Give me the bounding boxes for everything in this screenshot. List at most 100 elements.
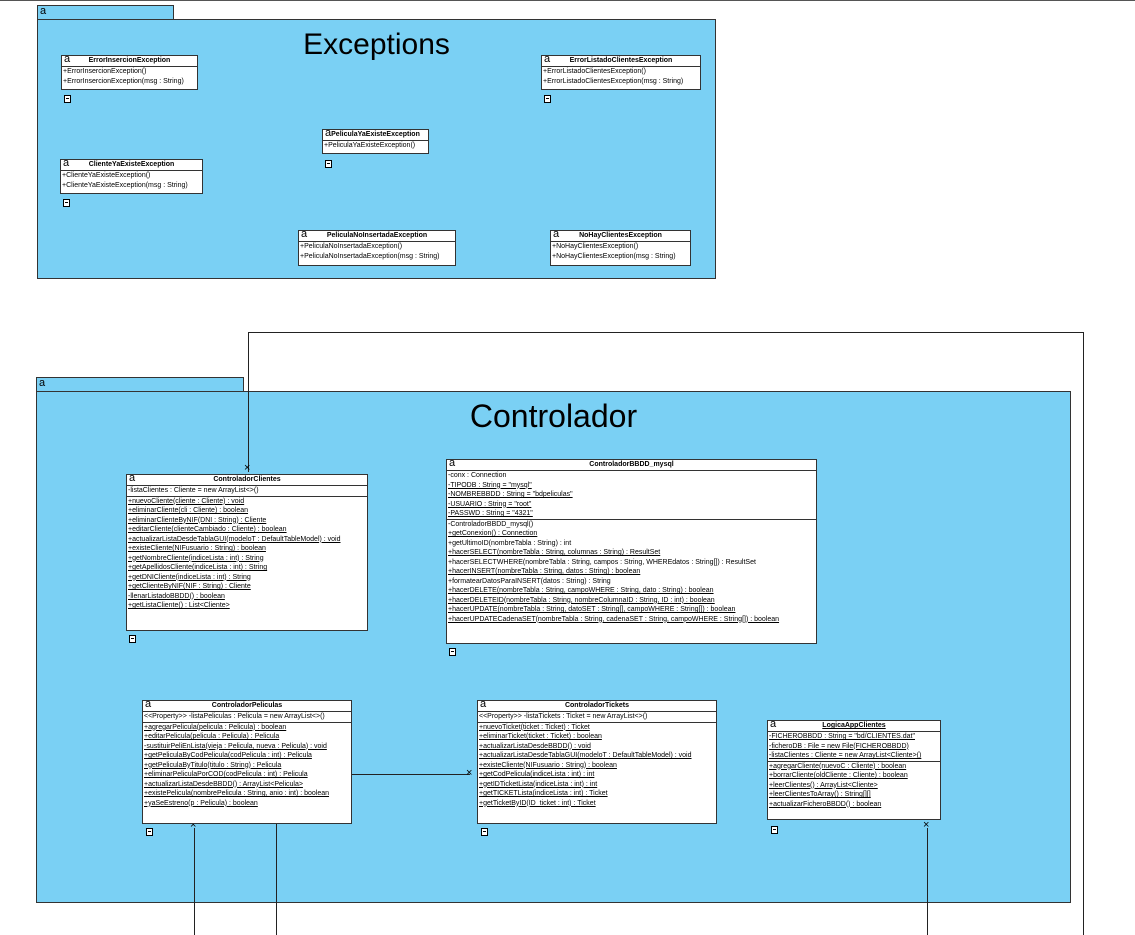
method: +ErrorListadoClientesException(msg : Str… bbox=[543, 77, 684, 85]
method: +actualizarListaDesdeBBDD() : ArrayList<… bbox=[144, 780, 303, 788]
top-border-line bbox=[0, 0, 1135, 1]
attribute: -USUARIO : String = "root" bbox=[448, 500, 532, 508]
method: +editarPelicula(pelicula : Pelicula) : P… bbox=[144, 733, 280, 740]
attribute: <<Property>> -listaPeliculas : Pelicula … bbox=[144, 713, 325, 720]
method: +ErrorInsercionException(msg : String) bbox=[63, 77, 184, 85]
class-pelicula-no-insertada-exception[interactable]: a PeliculaNoInsertadaException +PeliculaN… bbox=[298, 228, 456, 266]
method: +getListaCliente() : List<Cliente> bbox=[128, 602, 230, 609]
class-icon: a bbox=[145, 698, 152, 710]
method: +leerClientes() : ArrayList<Cliente> bbox=[769, 781, 878, 789]
package-title: Exceptions bbox=[303, 28, 450, 61]
class-name: ErrorListadoClientesException bbox=[569, 57, 673, 64]
attribute: -conx : Connection bbox=[448, 472, 507, 479]
method: +eliminarCliente(cli : Cliente) : boolea… bbox=[128, 507, 249, 514]
package-icon: a bbox=[40, 5, 47, 17]
class-name: PeliculaNoInsertadaException bbox=[326, 232, 428, 239]
method: +getConexion() : Connection bbox=[448, 530, 538, 537]
method: +getClienteByNIF(NIF : String) : Cliente bbox=[128, 583, 251, 590]
method: +getPeliculaByTitulo(titulo : String) : … bbox=[144, 761, 282, 769]
class-no-hay-clientes-exception[interactable]: a NoHayClientesException +NoHayClientesEx… bbox=[550, 228, 691, 266]
method: +ClienteYaExisteException(msg : String) bbox=[62, 181, 188, 189]
connector-line bbox=[194, 828, 195, 935]
method: +leerClientesToArray() : String[][] bbox=[769, 791, 871, 798]
class-name: ControladorTickets bbox=[564, 702, 630, 709]
method: +ClienteYaExisteException() bbox=[62, 172, 151, 179]
class-name: LogicaAppClientes bbox=[822, 722, 886, 729]
class-icon: a bbox=[63, 157, 70, 169]
method: +ErrorListadoClientesException() bbox=[543, 68, 646, 75]
connector-line bbox=[927, 828, 928, 935]
method: +existeCliente(NIFusuario : String) : bo… bbox=[128, 545, 266, 552]
method: +getApellidosCliente(indiceLista : int) … bbox=[128, 564, 268, 571]
method: +getTicketByID(ID_ticket : int) : Ticket bbox=[479, 799, 596, 807]
class-icon: a bbox=[480, 698, 487, 710]
connector-line bbox=[276, 771, 277, 935]
connector-line bbox=[1083, 332, 1084, 935]
method: +hacerSELECT(nombreTabla : String, colum… bbox=[448, 549, 661, 556]
method: +hacerSELECTWHERE(nombreTabla : String, … bbox=[448, 558, 756, 566]
note-icon bbox=[481, 828, 488, 836]
method: +actualizarListaDesdeBBDD() : void bbox=[479, 742, 591, 750]
class-controlador-bbdd-mysql[interactable]: a ControladorBBDD_mysql -conx : Connectio… bbox=[446, 457, 817, 644]
connector-line bbox=[276, 774, 470, 775]
method: +hacerUPDATECadenaSET(nombreTabla : Stri… bbox=[448, 615, 780, 623]
method: +borrarCliente(oldCliente : Cliente) : b… bbox=[769, 772, 908, 779]
method: +getTICKETLista(indiceLista : int) : Tic… bbox=[479, 790, 608, 797]
method: +ErrorInsercionException() bbox=[63, 68, 147, 75]
class-name: PeliculaYaExisteException bbox=[331, 131, 420, 138]
package-tab-exceptions[interactable]: a bbox=[37, 5, 174, 20]
method: +yaSeEstreno(p : Pelicula) : boolean bbox=[144, 799, 258, 807]
method: +existePelicula(nombrePelicula : String,… bbox=[144, 790, 330, 797]
class-name: ClienteYaExisteException bbox=[88, 161, 175, 168]
method: +existeCliente(NIFusuario : String) : bo… bbox=[479, 761, 617, 769]
attribute: -PASSWD : String = "4321" bbox=[448, 510, 533, 517]
attribute: -listaClientes : Cliente = new ArrayList… bbox=[128, 487, 259, 494]
method: +getNombreCliente(indiceLista : int) : S… bbox=[128, 554, 264, 562]
class-controlador-tickets[interactable]: a ControladorTickets <<Property>> -listaT… bbox=[477, 698, 717, 824]
association-end-mark: × bbox=[190, 819, 197, 831]
method: -ControladorBBDD_mysql() bbox=[448, 520, 534, 528]
method: +getCodPelicula(indiceLista : int) : int bbox=[479, 771, 595, 778]
class-name: ControladorBBDD_mysql bbox=[589, 461, 674, 468]
class-icon: a bbox=[325, 127, 332, 139]
method: +NoHayClientesException() bbox=[552, 243, 639, 250]
class-icon: a bbox=[553, 228, 560, 240]
method: +eliminarClienteByNIF(DNI : String) : Cl… bbox=[128, 516, 267, 524]
class-logica-app-clientes[interactable]: a LogicaAppClientes -FICHEROBBDD : String… bbox=[767, 718, 941, 820]
note-icon bbox=[146, 828, 153, 836]
class-icon: a bbox=[301, 228, 308, 240]
method: +getUltimoID(nombreTabla : String) : int bbox=[448, 539, 572, 547]
method: +formatearDatosParaINSERT(datos : String… bbox=[448, 577, 611, 585]
note-icon bbox=[129, 635, 136, 643]
method: +eliminarPeliculaPorCOD(codPelicula : in… bbox=[144, 771, 308, 778]
method: -llenarListadoBBDD() : boolean bbox=[128, 592, 225, 600]
method: +PeliculaYaExisteException() bbox=[324, 142, 416, 149]
attribute: -FICHEROBBDD : String = "bd/CLIENTES.dat… bbox=[769, 733, 915, 740]
package-title: Controlador bbox=[469, 398, 638, 434]
association-end-mark: × bbox=[466, 767, 473, 779]
attribute: <<Property>> -listaTickets : Ticket = ne… bbox=[479, 713, 648, 720]
method: +actualizarListaDesdeTablaGUI(modeloT : … bbox=[128, 535, 341, 543]
class-icon: a bbox=[770, 718, 777, 730]
method: +hacerDELETE(nombreTabla : String, campo… bbox=[448, 587, 714, 594]
method: +agregarCliente(nuevoC : Cliente) : bool… bbox=[769, 762, 907, 770]
association-end-mark: × bbox=[923, 819, 930, 831]
method: +editarCliente(clienteCambiado : Cliente… bbox=[128, 526, 287, 533]
class-name: NoHayClientesException bbox=[579, 232, 662, 239]
package-icon: a bbox=[39, 377, 46, 389]
class-cliente-ya-existe-exception[interactable]: a ClienteYaExisteException +ClienteYaExis… bbox=[60, 157, 203, 194]
method: +nuevoCliente(cliente : Cliente) : void bbox=[128, 497, 245, 505]
method: +PeliculaNoInsertadaException(msg : Stri… bbox=[300, 252, 440, 260]
method: -sustituirPeliEnLista(vieja : Pelicula, … bbox=[144, 742, 327, 750]
note-icon bbox=[771, 826, 778, 834]
class-icon: a bbox=[449, 457, 456, 469]
attribute: -NOMBREBBDD : String = "bdpeliculas" bbox=[448, 491, 573, 498]
note-icon bbox=[63, 199, 70, 207]
package-tab-controlador[interactable]: a bbox=[36, 377, 244, 392]
class-name: ControladorClientes bbox=[213, 476, 281, 483]
